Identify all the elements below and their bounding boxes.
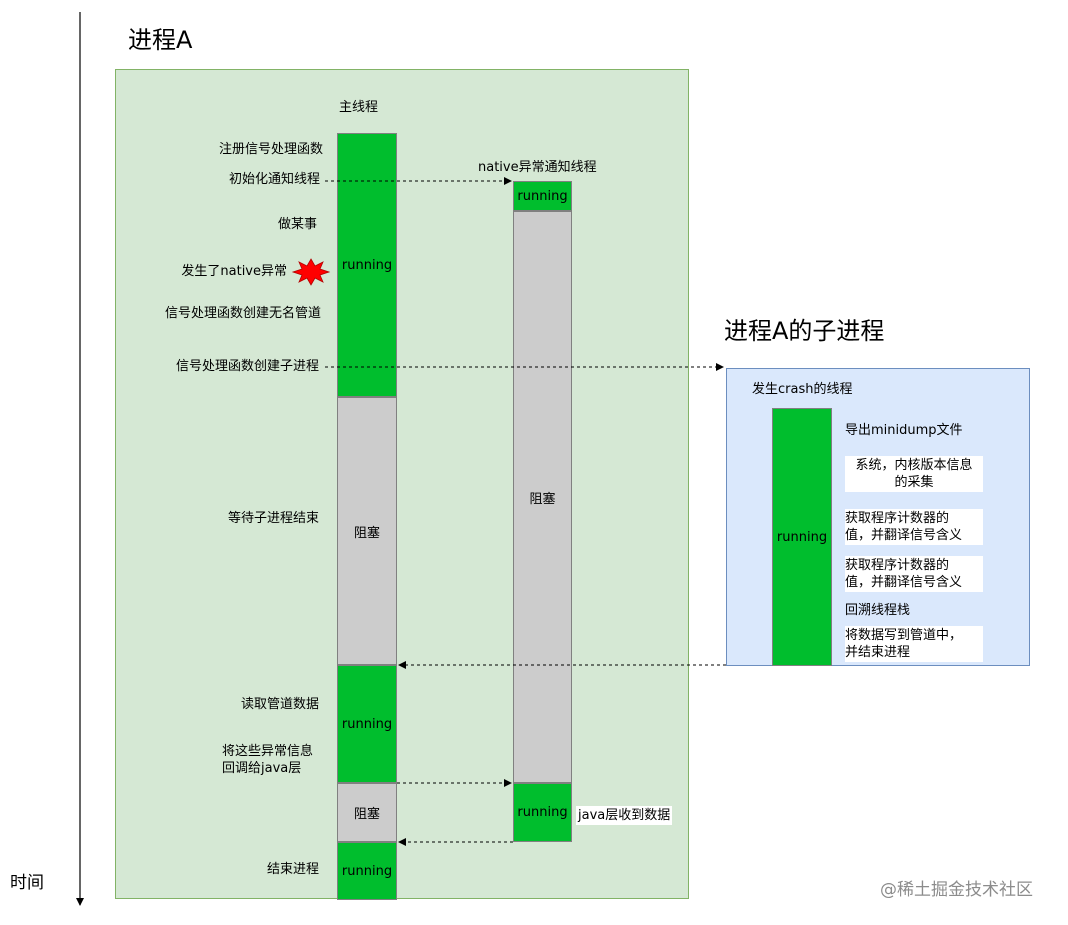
step-native-crash: 发生了native异常	[181, 264, 287, 279]
watermark: @稀土掘金技术社区	[880, 880, 1033, 900]
main-thread-title: 主线程	[339, 100, 379, 115]
java-receive-note: java层收到数据	[576, 806, 673, 825]
crash-step-sysinfo: 系统，内核版本信息 的采集	[845, 456, 983, 492]
step-end-process: 结束进程	[266, 862, 319, 877]
crash-step-pc-2: 获取程序计数器的 值，并翻译信号含义	[845, 556, 983, 592]
step-wait-child: 等待子进程结束	[227, 511, 319, 526]
notify-thread-title: native异常通知线程	[478, 160, 597, 175]
crash-step-backtrace: 回溯线程栈	[845, 603, 911, 618]
notify-bar-running-1: running	[513, 181, 572, 211]
notify-bar-running-2: running	[513, 783, 572, 842]
step-callback-line2: 回调给java层	[222, 761, 302, 776]
crash-step-write-pipe: 将数据写到管道中， 并结束进程	[845, 626, 983, 662]
step-do-something: 做某事	[277, 217, 317, 232]
notify-bar-blocked: 阻塞	[513, 211, 572, 783]
step-read-pipe: 读取管道数据	[240, 697, 319, 712]
main-bar-blocked-1: 阻塞	[337, 397, 397, 665]
step-init-notify-thread: 初始化通知线程	[228, 172, 320, 187]
main-bar-running-2: running	[337, 665, 397, 783]
step-create-pipe: 信号处理函数创建无名管道	[164, 306, 321, 321]
main-bar-running-1: running	[337, 133, 397, 397]
step-create-child: 信号处理函数创建子进程	[175, 359, 319, 374]
main-bar-running-3: running	[337, 842, 397, 900]
process-a-title: 进程A	[128, 26, 193, 54]
crash-step-minidump: 导出minidump文件	[845, 423, 963, 438]
main-bar-blocked-2: 阻塞	[337, 783, 397, 842]
child-process-title: 进程A的子进程	[724, 317, 885, 345]
step-register-handler: 注册信号处理函数	[218, 142, 323, 157]
time-axis-label: 时间	[10, 873, 44, 893]
process-a-box	[115, 69, 689, 899]
crash-star-icon	[291, 258, 331, 286]
crash-thread-title: 发生crash的线程	[752, 382, 853, 397]
crash-thread-bar: running	[772, 408, 832, 666]
step-callback-line1: 将这些异常信息	[222, 744, 314, 759]
crash-step-pc-1: 获取程序计数器的 值，并翻译信号含义	[845, 509, 983, 545]
